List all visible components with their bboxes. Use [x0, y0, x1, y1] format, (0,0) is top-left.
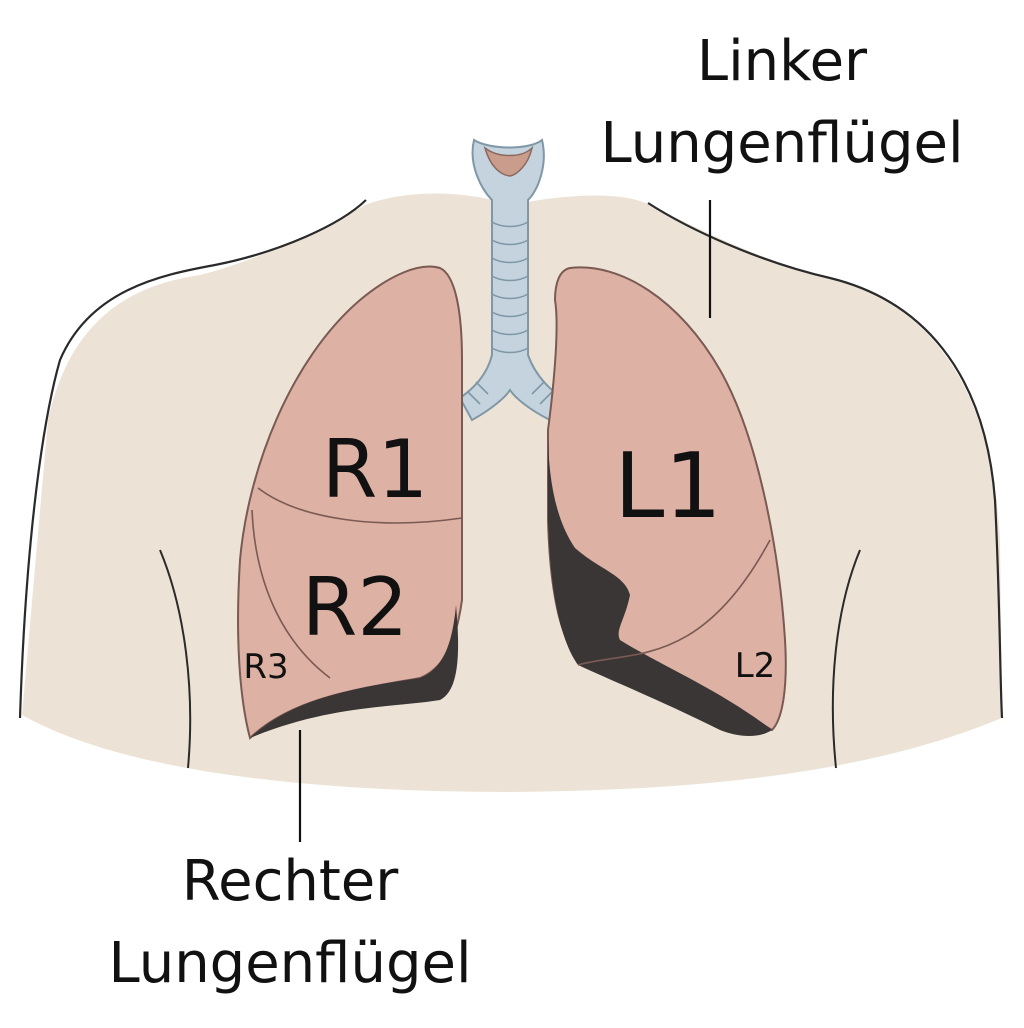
right-lung-shape [237, 265, 463, 740]
left-lung-title-line2: Lungenflügel [600, 111, 963, 176]
lobe-label-r3: R3 [243, 647, 288, 687]
left-lung-title-line1: Linker [697, 29, 868, 94]
left-fissure [577, 539, 771, 666]
right-lung-collapsed-area [250, 605, 459, 738]
trachea [458, 138, 564, 422]
right-lung-title-line2: Lungenflügel [108, 931, 471, 996]
right-fissure-upper [257, 487, 463, 524]
larynx-opening [483, 145, 534, 177]
right-fissure-lower [251, 509, 331, 679]
left-arm-line [831, 549, 861, 769]
lobe-label-l1: L1 [614, 434, 721, 539]
right-shoulder-outline [18, 199, 367, 719]
right-lung-title-line1: Rechter [182, 849, 400, 914]
left-shoulder-outline [647, 202, 1004, 719]
right-arm-line [159, 549, 192, 769]
right-lung [237, 265, 463, 740]
lobe-label-r2: R2 [302, 561, 408, 654]
lobe-label-l2: L2 [735, 646, 776, 686]
left-lung [547, 266, 787, 736]
lobe-label-r1: R1 [322, 423, 428, 516]
